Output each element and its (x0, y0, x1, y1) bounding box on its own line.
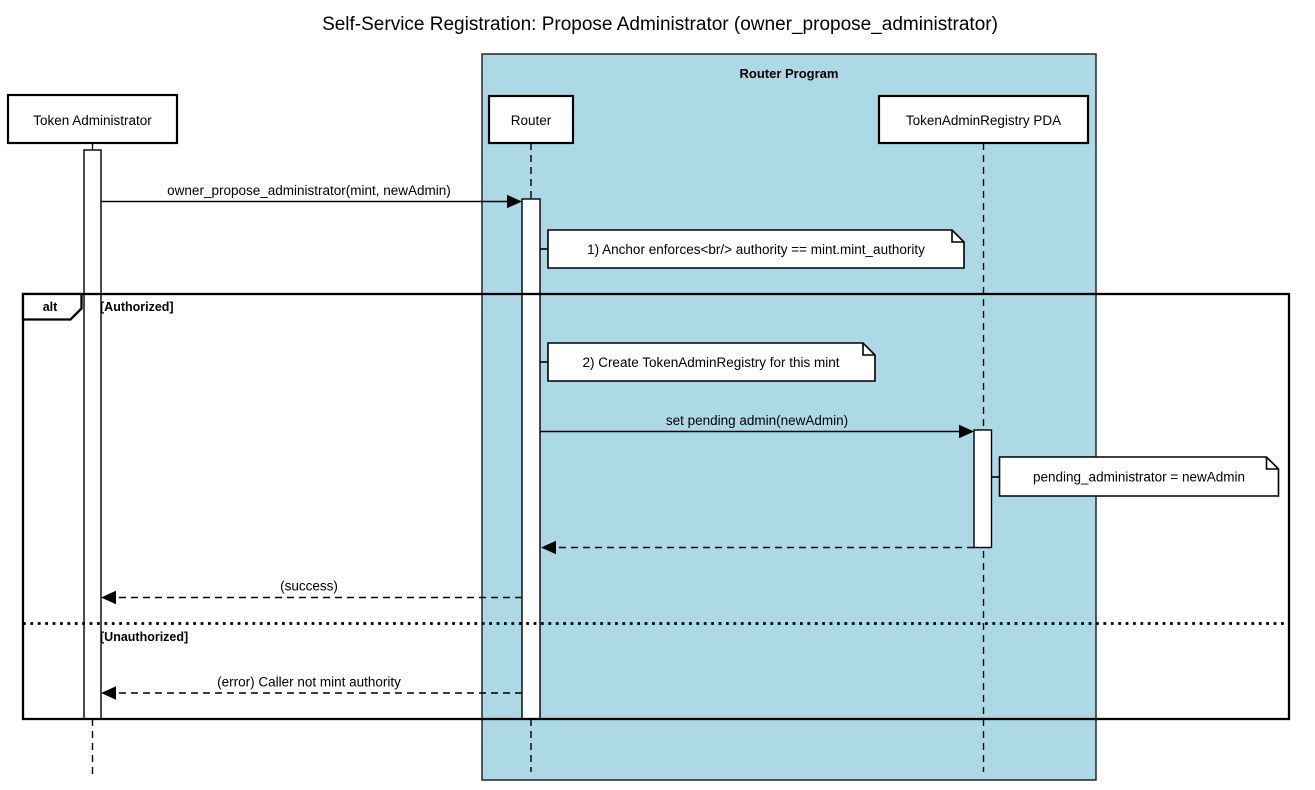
activation-token-administrator (83, 149, 102, 720)
participant-token-administrator: Token Administrator (6, 93, 179, 145)
router-program-container: Router Program (481, 53, 1097, 781)
note-box (998, 456, 1280, 497)
diagram-title: Self-Service Registration: Propose Admin… (322, 14, 998, 35)
note-label: 1) Anchor enforces<br/> authority == min… (587, 242, 925, 257)
note-fold-icon (1265, 457, 1279, 470)
activation-router (521, 198, 541, 720)
alt-branch-authorized-label: [Authorized] (100, 300, 174, 314)
participant-box (6, 93, 179, 145)
participant-label: TokenAdminRegistry PDA (906, 113, 1061, 128)
message-label: (success) (280, 579, 338, 594)
alt-operator-pentagon (21, 292, 83, 321)
arrowhead-left-icon (541, 540, 556, 555)
return-error: (error) Caller not mint authority (101, 675, 522, 700)
activation-registry (973, 429, 993, 549)
note-fold-icon (951, 230, 964, 243)
arrowhead-right-icon (959, 424, 974, 439)
note-create-registry: 2) Create TokenAdminRegistry for this mi… (540, 342, 876, 382)
participant-box (487, 94, 575, 145)
note-fold-icon (862, 343, 875, 356)
participant-label: Router (511, 113, 552, 128)
arrowhead-left-icon (101, 590, 116, 605)
message-label: owner_propose_administrator(mint, newAdm… (167, 183, 451, 198)
participant-token-admin-registry-pda: TokenAdminRegistry PDA (877, 94, 1090, 145)
arrowhead-right-icon (507, 194, 522, 209)
alt-operator-label: alt (43, 300, 58, 314)
router-program-label: Router Program (740, 66, 839, 81)
return-success: (success) (101, 579, 522, 605)
note-anchor-enforces: 1) Anchor enforces<br/> authority == min… (540, 229, 965, 269)
alt-frame: alt [Authorized] [Unauthorized] (21, 292, 1291, 721)
note-label: 2) Create TokenAdminRegistry for this mi… (582, 355, 839, 370)
message-set-pending-admin: set pending admin(newAdmin) (540, 413, 974, 439)
participant-router: Router (487, 94, 575, 145)
return-registry-to-router (541, 540, 974, 555)
note-box (547, 342, 876, 382)
note-pending-administrator: pending_administrator = newAdmin (991, 456, 1280, 497)
participant-label: Token Administrator (33, 113, 152, 128)
note-label: pending_administrator = newAdmin (1033, 470, 1245, 485)
message-label: (error) Caller not mint authority (217, 675, 401, 690)
note-box (547, 229, 965, 269)
participant-box (877, 94, 1090, 145)
message-propose-administrator: owner_propose_administrator(mint, newAdm… (101, 183, 522, 209)
arrowhead-left-icon (101, 686, 116, 700)
alt-branch-unauthorized-label: [Unauthorized] (100, 630, 188, 644)
alt-frame-border (21, 292, 1291, 721)
router-program-box (481, 53, 1097, 781)
message-label: set pending admin(newAdmin) (666, 413, 848, 428)
